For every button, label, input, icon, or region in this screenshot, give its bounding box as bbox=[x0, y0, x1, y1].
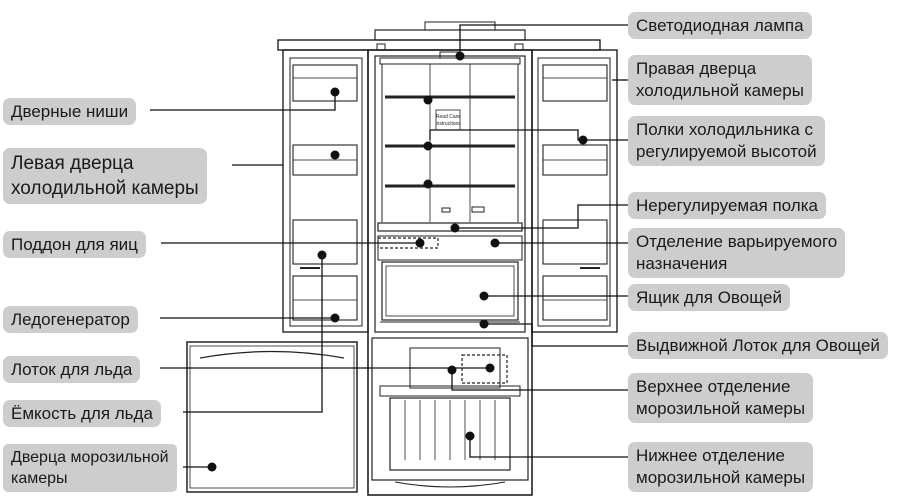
label-lower-freezer-line2: морозильной камеры bbox=[636, 468, 806, 487]
label-ice-bin: Ёмкость для льда bbox=[3, 400, 161, 427]
label-fixed-shelf: Нерегулируемая полка bbox=[628, 192, 826, 219]
label-right-door-line2: холодильной камеры bbox=[636, 81, 804, 100]
label-left-door-line2: холодильной камеры bbox=[11, 178, 199, 199]
label-door-bins-text: Дверные ниши bbox=[11, 102, 129, 121]
label-led-lamp-text: Светодиодная лампа bbox=[636, 16, 804, 35]
marker-dots bbox=[207, 51, 588, 472]
right-door-bins bbox=[542, 64, 608, 321]
label-right-door: Правая дверца холодильной камеры bbox=[628, 55, 812, 105]
label-vegetable-box-text: Ящик для Овощей bbox=[636, 288, 782, 307]
label-upper-freezer-line2: морозильной камеры bbox=[636, 399, 806, 418]
label-left-door-line1: Левая дверца bbox=[11, 153, 134, 174]
label-freezer-door-line1: Дверца морозильной bbox=[11, 449, 169, 466]
freezer-section bbox=[371, 337, 529, 488]
label-egg-tray-text: Поддон для яиц bbox=[11, 235, 138, 254]
label-vegetable-box: Ящик для Овощей bbox=[628, 284, 790, 311]
left-door-bins bbox=[292, 64, 358, 321]
label-freezer-door-line2: камеры bbox=[11, 470, 68, 487]
label-egg-tray: Поддон для яиц bbox=[3, 231, 146, 258]
label-freezer-door: Дверца морозильной камеры bbox=[3, 444, 177, 492]
label-variable-compartment-line1: Отделение варьируемого bbox=[636, 232, 838, 251]
label-ice-tray: Лоток для льда bbox=[3, 356, 141, 383]
brand-text-1: Read Care bbox=[436, 114, 460, 120]
label-variable-compartment: Отделение варьируемого назначения bbox=[628, 228, 846, 278]
label-led-lamp: Светодиодная лампа bbox=[628, 12, 812, 39]
label-door-bins: Дверные ниши bbox=[3, 98, 137, 125]
leader-lines bbox=[150, 24, 628, 468]
label-upper-freezer: Верхнее отделение морозильной камеры bbox=[628, 373, 814, 423]
interior-shelves: Read Care Instructions bbox=[377, 51, 523, 323]
brand-text-2: Instructions bbox=[435, 121, 461, 127]
label-adjustable-shelves-line2: регулируемой высотой bbox=[636, 142, 817, 161]
label-ice-maker: Ледогенератор bbox=[3, 306, 138, 333]
label-ice-maker-text: Ледогенератор bbox=[11, 310, 130, 329]
label-lower-freezer-line1: Нижнее отделение bbox=[636, 446, 785, 465]
label-vegetable-tray-text: Выдвижной Лоток для Овощей bbox=[636, 336, 880, 355]
label-lower-freezer: Нижнее отделение морозильной камеры bbox=[628, 442, 814, 492]
freezer-door bbox=[186, 341, 358, 493]
label-vegetable-tray: Выдвижной Лоток для Овощей bbox=[628, 332, 888, 359]
label-left-door: Левая дверца холодильной камеры bbox=[3, 148, 207, 204]
label-fixed-shelf-text: Нерегулируемая полка bbox=[636, 196, 818, 215]
label-ice-tray-text: Лоток для льда bbox=[11, 360, 133, 379]
refrigerator-body bbox=[277, 21, 618, 496]
label-upper-freezer-line1: Верхнее отделение bbox=[636, 377, 791, 396]
label-adjustable-shelves: Полки холодильника с регулируемой высото… bbox=[628, 116, 825, 166]
label-variable-compartment-line2: назначения bbox=[636, 254, 728, 273]
label-ice-bin-text: Ёмкость для льда bbox=[11, 404, 153, 423]
label-adjustable-shelves-line1: Полки холодильника с bbox=[636, 120, 814, 139]
label-right-door-line1: Правая дверца bbox=[636, 59, 757, 78]
